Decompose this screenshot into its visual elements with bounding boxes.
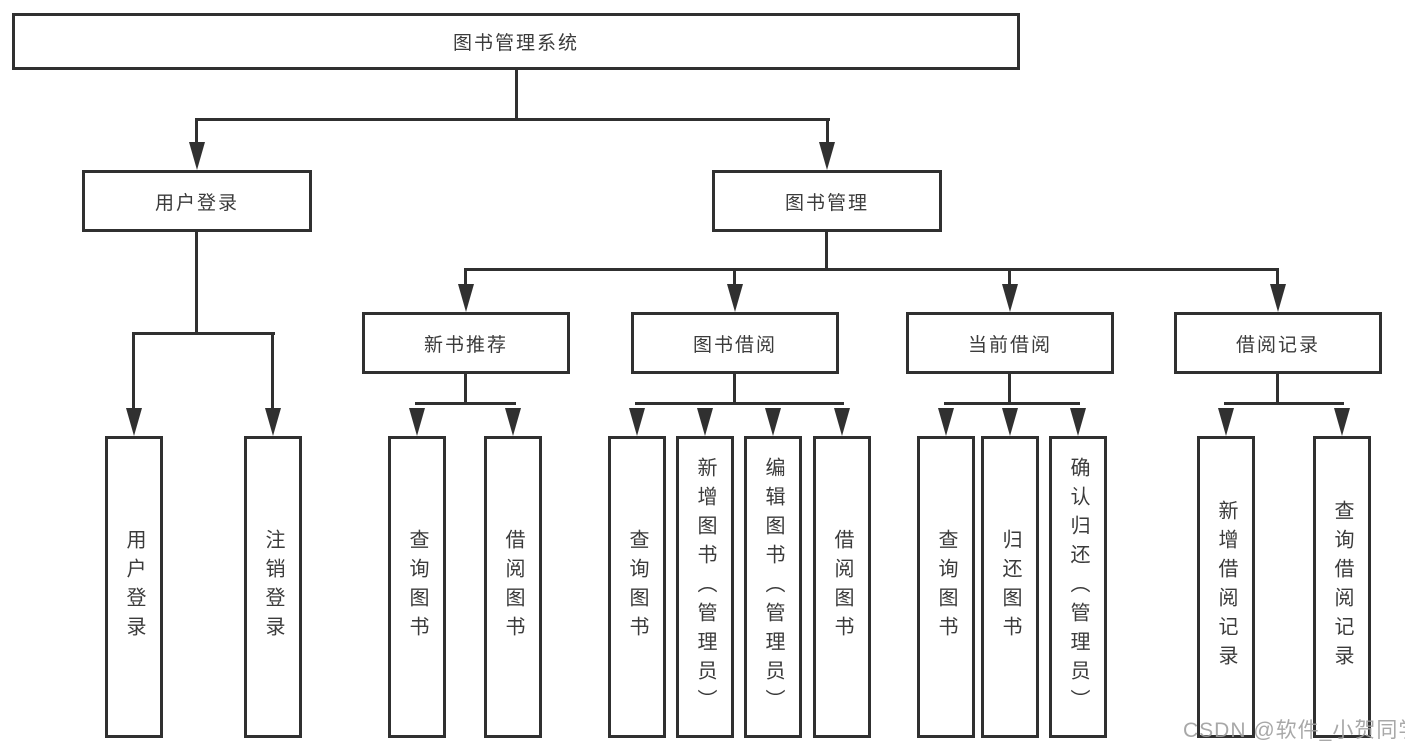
connector-line xyxy=(195,118,830,121)
watermark: CSDN @软件_小贺同学 xyxy=(1183,719,1405,742)
leaf-br-query-record-label: 查询借阅记录 xyxy=(1331,500,1353,674)
connector-arrowhead xyxy=(126,408,142,436)
leaf-cb-return-books: 归还图书 xyxy=(981,436,1039,738)
leaf-cb-query-books: 查询图书 xyxy=(917,436,975,738)
connector-arrowhead xyxy=(765,408,781,436)
node-current-borrowing-label: 当前借阅 xyxy=(967,334,1052,356)
connector-line xyxy=(515,70,518,120)
leaf-bb-edit-books-admin: 编辑图书（管理员） xyxy=(744,436,802,738)
leaf-nbr-borrow-books-label: 借阅图书 xyxy=(502,529,524,645)
connector-line xyxy=(195,232,198,334)
node-book-management-label: 图书管理 xyxy=(784,192,869,214)
connector-arrowhead xyxy=(727,284,743,312)
leaf-logout-login: 注销登录 xyxy=(244,436,302,738)
connector-line xyxy=(944,402,1080,405)
connector-line xyxy=(415,402,516,405)
leaf-bb-query-books: 查询图书 xyxy=(608,436,666,738)
leaf-br-add-record-label: 新增借阅记录 xyxy=(1215,500,1237,674)
connector-line xyxy=(1276,268,1279,286)
node-new-book-recommend: 新书推荐 xyxy=(362,312,570,374)
leaf-bb-add-books-admin: 新增图书（管理员） xyxy=(676,436,734,738)
leaf-cb-confirm-return-admin: 确认归还（管理员） xyxy=(1049,436,1107,738)
node-library-system: 图书管理系统 xyxy=(12,13,1020,70)
connector-arrowhead xyxy=(1002,284,1018,312)
leaf-nbr-borrow-books: 借阅图书 xyxy=(484,436,542,738)
connector-line xyxy=(132,332,135,410)
connector-arrowhead xyxy=(697,408,713,436)
leaf-cb-return-books-label: 归还图书 xyxy=(999,529,1021,645)
connector-arrowhead xyxy=(819,142,835,170)
connector-line xyxy=(1276,374,1279,404)
node-borrowing-records: 借阅记录 xyxy=(1174,312,1382,374)
leaf-br-query-record: 查询借阅记录 xyxy=(1313,436,1371,738)
connector-line xyxy=(825,232,828,270)
connector-arrowhead xyxy=(505,408,521,436)
connector-arrowhead xyxy=(458,284,474,312)
leaf-logout-login-label: 注销登录 xyxy=(262,529,284,645)
connector-arrowhead xyxy=(1218,408,1234,436)
node-user-login: 用户登录 xyxy=(82,170,312,232)
leaf-cb-confirm-return-admin-label: 确认归还（管理员） xyxy=(1067,456,1089,718)
connector-line xyxy=(1224,402,1344,405)
connector-arrowhead xyxy=(1002,408,1018,436)
node-library-system-label: 图书管理系统 xyxy=(452,33,579,54)
connector-arrowhead xyxy=(265,408,281,436)
connector-line xyxy=(464,268,1279,271)
connector-arrowhead xyxy=(1270,284,1286,312)
leaf-bb-add-books-admin-label: 新增图书（管理员） xyxy=(694,456,716,718)
leaf-bb-borrow-books: 借阅图书 xyxy=(813,436,871,738)
leaf-nbr-query-books: 查询图书 xyxy=(388,436,446,738)
leaf-nbr-query-books-label: 查询图书 xyxy=(406,529,428,645)
connector-line xyxy=(271,332,274,410)
leaf-user-login: 用户登录 xyxy=(105,436,163,738)
node-book-borrowing: 图书借阅 xyxy=(631,312,839,374)
connector-line xyxy=(1008,268,1011,286)
connector-arrowhead xyxy=(834,408,850,436)
node-user-login-label: 用户登录 xyxy=(154,192,239,214)
connector-line xyxy=(733,268,736,286)
connector-arrowhead xyxy=(1334,408,1350,436)
connector-line xyxy=(195,118,198,146)
connector-arrowhead xyxy=(189,142,205,170)
connector-line xyxy=(132,332,275,335)
connector-line xyxy=(464,268,467,286)
leaf-bb-query-books-label: 查询图书 xyxy=(626,529,648,645)
connector-arrowhead xyxy=(409,408,425,436)
connector-line xyxy=(1008,374,1011,404)
node-new-book-recommend-label: 新书推荐 xyxy=(423,334,508,356)
connector-line xyxy=(733,374,736,404)
leaf-user-login-label: 用户登录 xyxy=(123,529,145,645)
leaf-bb-borrow-books-label: 借阅图书 xyxy=(831,529,853,645)
connector-arrowhead xyxy=(938,408,954,436)
node-current-borrowing: 当前借阅 xyxy=(906,312,1114,374)
connector-line xyxy=(826,118,829,146)
leaf-bb-edit-books-admin-label: 编辑图书（管理员） xyxy=(762,456,784,718)
node-book-management: 图书管理 xyxy=(712,170,942,232)
leaf-cb-query-books-label: 查询图书 xyxy=(935,529,957,645)
connector-arrowhead xyxy=(629,408,645,436)
node-borrowing-records-label: 借阅记录 xyxy=(1235,334,1320,356)
node-book-borrowing-label: 图书借阅 xyxy=(692,334,777,356)
leaf-br-add-record: 新增借阅记录 xyxy=(1197,436,1255,738)
connector-arrowhead xyxy=(1070,408,1086,436)
connector-line xyxy=(635,402,844,405)
connector-line xyxy=(464,374,467,404)
